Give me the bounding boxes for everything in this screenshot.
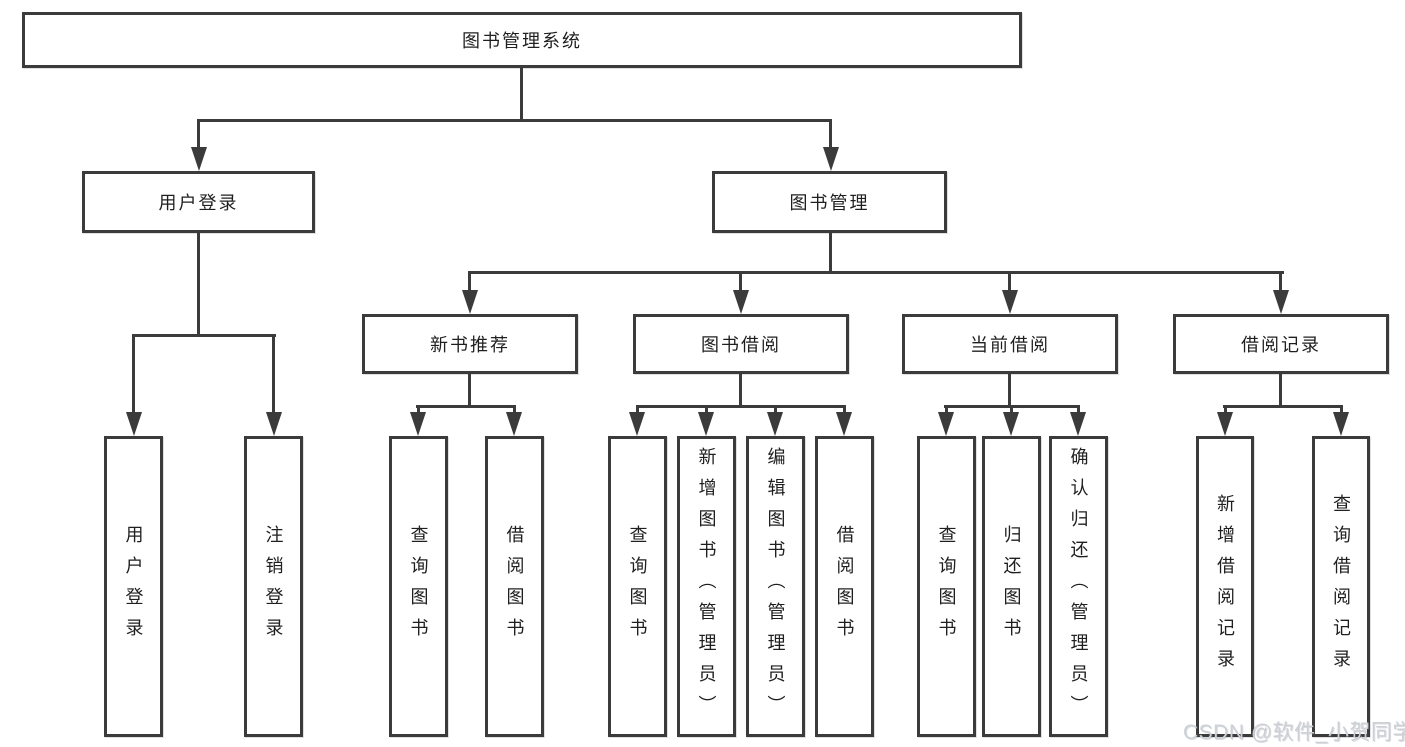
leaf-query-books-borrowing: 查询图书 <box>608 436 667 737</box>
arrow-down-icon <box>191 147 207 171</box>
connector-leaf-drop <box>1340 405 1343 415</box>
connector-leaf-drop <box>513 405 516 415</box>
arrow-down-icon <box>938 412 954 436</box>
arrow-down-icon <box>733 290 749 314</box>
connector-leaf-drop <box>1077 405 1080 415</box>
connector-level1-branch <box>197 119 832 122</box>
node-book-borrowing: 图书借阅 <box>633 314 849 374</box>
leaf-query-books-recommend: 查询图书 <box>389 436 448 737</box>
leaf-borrow-books: 借阅图书 <box>815 436 874 737</box>
node-new-book-recommendation: 新书推荐 <box>362 314 578 374</box>
arrow-down-icon <box>462 290 478 314</box>
leaf-user-login: 用户登录 <box>104 436 163 737</box>
arrow-down-icon <box>410 412 426 436</box>
connector-drop-borrowing-records <box>1279 271 1282 293</box>
connector-drop-new-book <box>468 271 471 293</box>
connector-leaf-drop <box>636 405 639 415</box>
connector-user-login-branch <box>132 334 276 337</box>
arrow-down-icon <box>1003 412 1019 436</box>
arrow-down-icon <box>836 412 852 436</box>
connector-root-stem <box>520 68 523 121</box>
leaf-add-book-admin: 新增图书（管理员） <box>677 436 736 737</box>
arrow-down-icon <box>1273 290 1289 314</box>
connector-current-borrowing-stem <box>1008 374 1011 408</box>
arrow-down-icon <box>126 412 142 436</box>
arrow-down-icon <box>698 412 714 436</box>
connector-new-book-stem <box>468 374 471 408</box>
connector-book-borrowing-branch <box>636 405 845 408</box>
leaf-add-borrow-record: 新增借阅记录 <box>1196 436 1254 737</box>
arrow-down-icon <box>266 412 282 436</box>
arrow-down-icon <box>1217 412 1233 436</box>
connector-leaf-drop <box>843 405 846 415</box>
leaf-confirm-return-admin: 确认归还（管理员） <box>1049 436 1108 737</box>
connector-leaf-drop <box>774 405 777 415</box>
arrow-down-icon <box>1070 412 1086 436</box>
connector-leaf-drop <box>705 405 708 415</box>
node-current-borrowing: 当前借阅 <box>902 314 1118 374</box>
connector-drop-leaf-logout <box>272 334 275 414</box>
arrow-down-icon <box>506 412 522 436</box>
connector-drop-current-borrowing <box>1008 271 1011 293</box>
leaf-query-books-current: 查询图书 <box>917 436 976 737</box>
node-book-management: 图书管理 <box>712 171 947 233</box>
connector-leaf-drop <box>945 405 948 415</box>
connector-book-management-stem <box>829 233 832 273</box>
leaf-edit-book-admin: 编辑图书（管理员） <box>746 436 805 737</box>
node-user-login: 用户登录 <box>82 171 315 233</box>
leaf-borrow-books-recommend: 借阅图书 <box>485 436 544 737</box>
connector-drop-user-login <box>197 119 200 149</box>
connector-drop-book-borrowing <box>739 271 742 293</box>
arrow-down-icon <box>629 412 645 436</box>
connector-leaf-drop <box>417 405 420 415</box>
connector-book-borrowing-stem <box>739 374 742 408</box>
arrow-down-icon <box>1002 290 1018 314</box>
connector-borrowing-records-branch <box>1223 405 1343 408</box>
arrow-down-icon <box>1333 412 1349 436</box>
node-library-management-system: 图书管理系统 <box>22 12 1022 68</box>
connector-borrowing-records-stem <box>1279 374 1282 408</box>
leaf-query-borrow-record: 查询借阅记录 <box>1312 436 1370 737</box>
leaf-return-books: 归还图书 <box>982 436 1041 737</box>
connector-leaf-drop <box>1224 405 1227 415</box>
connector-user-login-stem <box>197 233 200 337</box>
connector-drop-book-management <box>829 119 832 149</box>
watermark: CSDN @软件_小贺同学 <box>1183 721 1405 744</box>
arrow-down-icon <box>767 412 783 436</box>
connector-new-book-branch <box>416 405 516 408</box>
connector-leaf-drop <box>1010 405 1013 415</box>
node-borrowing-records: 借阅记录 <box>1173 314 1389 374</box>
connector-drop-leaf-user-login <box>132 334 135 414</box>
leaf-logout: 注销登录 <box>244 436 303 737</box>
connector-level2-branch <box>469 271 1284 274</box>
arrow-down-icon <box>823 147 839 171</box>
